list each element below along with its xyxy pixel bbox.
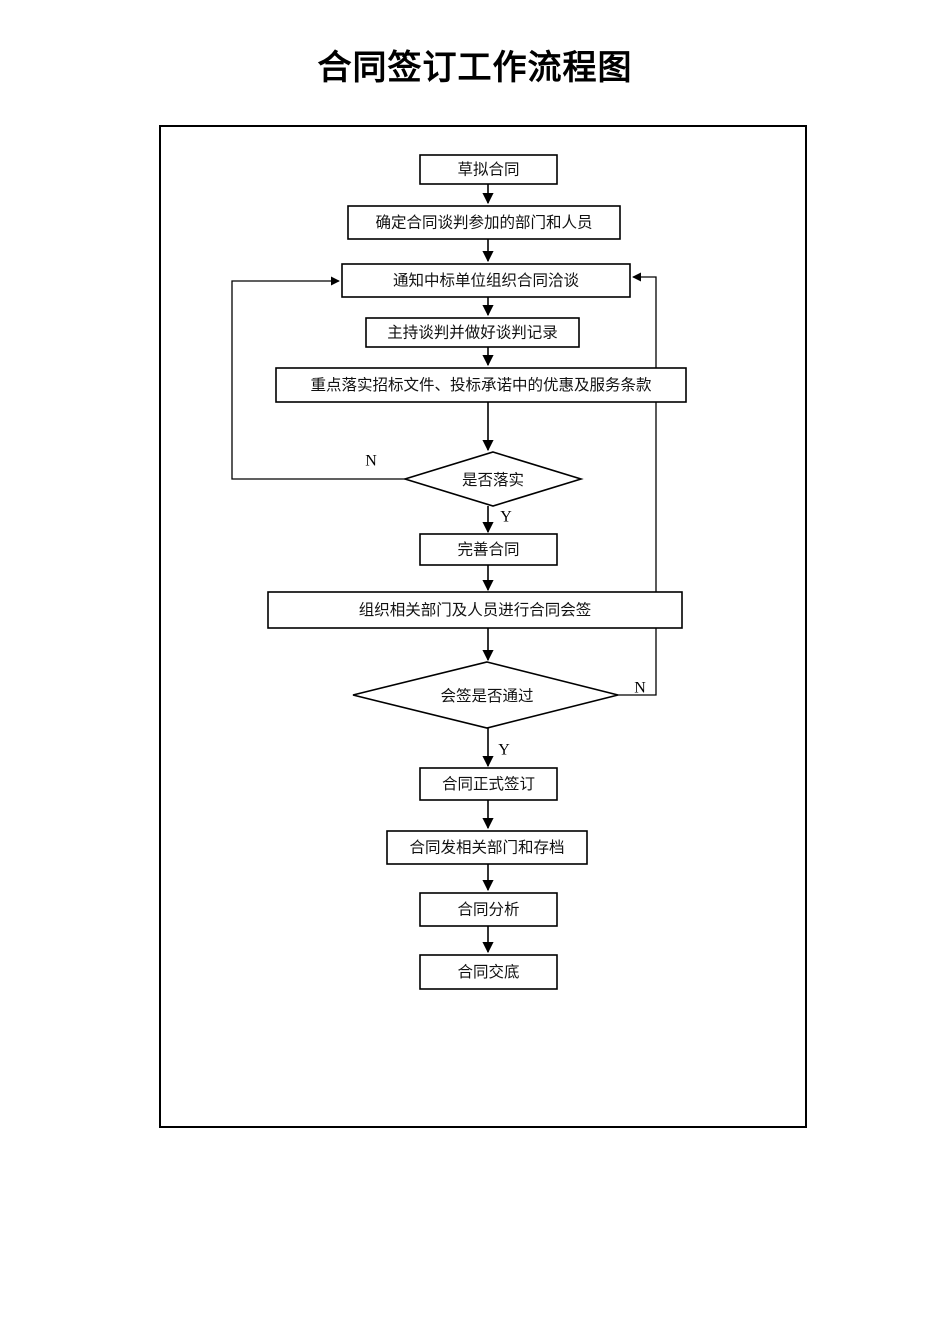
edges-layer xyxy=(231,184,657,954)
node-label: 草拟合同 xyxy=(457,161,519,179)
node-label: 合同交底 xyxy=(457,963,519,981)
node-label: 确定合同谈判参加的部门和人员 xyxy=(375,214,592,232)
node-label: 通知中标单位组织合同洽谈 xyxy=(393,272,580,290)
decision-label: 是否落实 xyxy=(462,471,524,489)
node-contract-briefing[interactable]: 合同交底 xyxy=(419,954,558,990)
decision-is-implemented[interactable]: 是否落实 xyxy=(402,451,584,507)
nodes-layer: 草拟合同 确定合同谈判参加的部门和人员 通知中标单位组织合同洽谈 主持谈判并做好… xyxy=(267,154,687,990)
edge-d2-n3-no-branch xyxy=(618,272,657,696)
page-title: 合同签订工作流程图 xyxy=(317,48,633,88)
node-label: 主持谈判并做好谈判记录 xyxy=(387,324,558,342)
node-joint-signature-review[interactable]: 组织相关部门及人员进行合同会签 xyxy=(267,591,683,629)
edge-label-yes-joint-signature: Y xyxy=(498,742,510,759)
node-label: 完善合同 xyxy=(457,541,519,559)
node-draft-contract[interactable]: 草拟合同 xyxy=(419,154,558,185)
node-determine-participants[interactable]: 确定合同谈判参加的部门和人员 xyxy=(347,205,621,240)
node-notify-winning-bidder[interactable]: 通知中标单位组织合同洽谈 xyxy=(341,263,631,298)
flowchart-frame xyxy=(159,125,807,1128)
node-label: 重点落实招标文件、投标承诺中的优惠及服务条款 xyxy=(310,376,652,394)
decision-label: 会签是否通过 xyxy=(440,687,533,705)
node-implement-bid-terms[interactable]: 重点落实招标文件、投标承诺中的优惠及服务条款 xyxy=(275,367,687,403)
node-distribute-and-archive[interactable]: 合同发相关部门和存档 xyxy=(386,830,588,865)
edge-label-no-implemented: N xyxy=(365,453,377,470)
node-host-negotiation[interactable]: 主持谈判并做好谈判记录 xyxy=(365,317,580,348)
node-label: 合同分析 xyxy=(457,901,519,919)
node-official-signing[interactable]: 合同正式签订 xyxy=(419,767,558,801)
node-label: 合同发相关部门和存档 xyxy=(409,839,564,857)
node-label: 合同正式签订 xyxy=(442,775,535,793)
node-contract-analysis[interactable]: 合同分析 xyxy=(419,892,558,927)
decision-joint-signature-passed[interactable]: 会签是否通过 xyxy=(352,661,619,729)
node-finalize-contract[interactable]: 完善合同 xyxy=(419,533,558,566)
node-label: 组织相关部门及人员进行合同会签 xyxy=(359,601,592,619)
edge-labels-layer: N Y N Y xyxy=(365,453,646,759)
edge-label-no-joint-signature: N xyxy=(634,680,646,697)
edge-label-yes-implemented: Y xyxy=(500,509,512,526)
edge-d1-n3-no-branch xyxy=(231,276,405,480)
